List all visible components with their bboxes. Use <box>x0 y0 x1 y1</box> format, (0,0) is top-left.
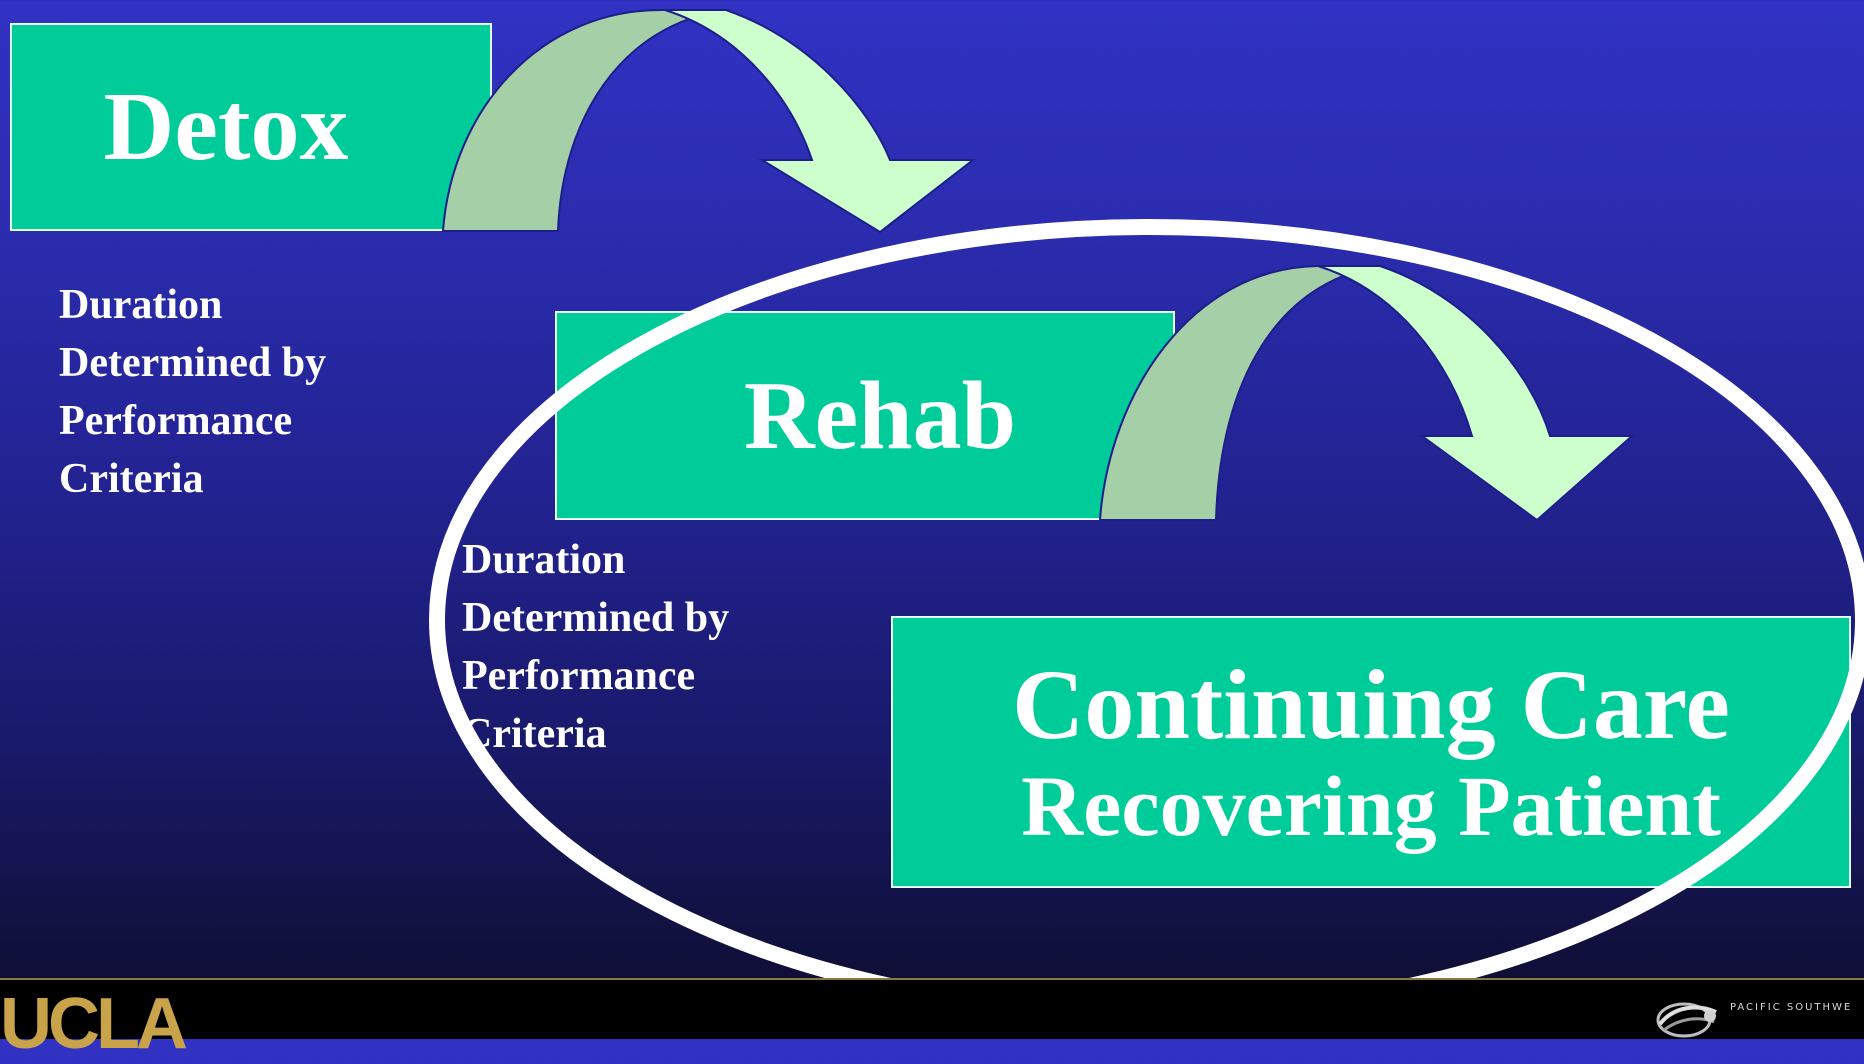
note-line: Criteria <box>59 456 204 502</box>
stage-box-rehab: Rehab <box>555 311 1175 520</box>
pswatt-logo-text: PACIFIC SOUTHWE <box>1730 1002 1853 1013</box>
stage-title-rehab: Rehab <box>743 361 1017 470</box>
stage-box-continuing-care: Continuing Care Recovering Patient <box>891 616 1851 888</box>
note-line: Duration <box>59 282 223 328</box>
note-line: Determined by <box>59 340 327 386</box>
stage-subtitle-recovering-patient: Recovering Patient <box>1021 758 1721 854</box>
stage-title-detox: Detox <box>103 73 349 181</box>
stage-title-continuing-care: Continuing Care <box>1012 649 1730 760</box>
note-line: Performance <box>462 653 696 699</box>
pswatt-logo: PACIFIC SOUTHWE <box>1654 994 1864 1039</box>
note-line: Duration <box>462 537 626 583</box>
footer-bar: UCLA PACIFIC SOUTHWE <box>0 978 1864 1060</box>
highlight-ellipse <box>429 219 1864 1021</box>
note-line: Performance <box>59 398 293 444</box>
curved-arrow-icon <box>1098 265 1635 522</box>
curved-arrow-icon <box>441 8 976 234</box>
detox-duration-note: Duration Determined by Performance Crite… <box>59 276 326 508</box>
diagram-overlay <box>429 8 1864 1021</box>
ucla-logo: UCLA <box>0 984 188 1064</box>
stage-box-detox: Detox <box>10 23 492 231</box>
note-line: Determined by <box>462 595 730 641</box>
pswatt-emblem-icon <box>1656 1002 1717 1038</box>
